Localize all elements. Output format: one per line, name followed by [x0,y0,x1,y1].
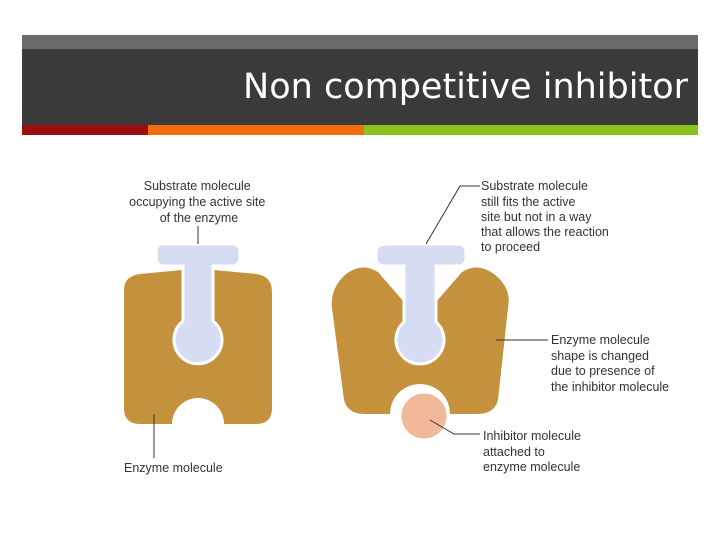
right-inhibitor-label: Inhibitor molecule attached to enzyme mo… [483,429,584,474]
slide-title: Non competitive inhibitor [243,67,688,107]
top-strip [22,35,698,49]
left-enzyme-label: Enzyme molecule [124,461,223,475]
substrate-left [154,242,242,366]
leader-right-inhibitor [429,419,480,435]
accent-orange [148,125,364,135]
substrate-right [374,242,468,366]
left-substrate-label: Substrate molecule occupying the active … [129,179,269,225]
right-substrate-label: Substrate molecule still fits the active… [481,179,612,254]
accent-red [22,125,148,135]
accent-green [364,125,698,135]
title-bar: Non competitive inhibitor [22,49,698,125]
leader-right-substrate [425,185,480,245]
inhibitor-molecule [398,390,450,442]
enzyme-right [331,267,509,414]
accent-bar [22,125,698,135]
right-shape-label: Enzyme molecule shape is changed due to … [551,333,669,394]
